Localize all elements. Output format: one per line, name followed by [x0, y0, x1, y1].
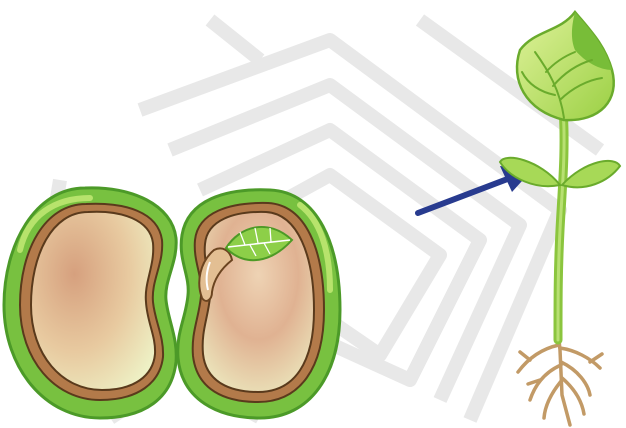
cotyledon-half-left	[4, 188, 176, 418]
cotyledon-half-right-with-embryo	[178, 190, 340, 418]
roots	[518, 330, 602, 425]
seedling-right-leaf	[562, 161, 620, 187]
